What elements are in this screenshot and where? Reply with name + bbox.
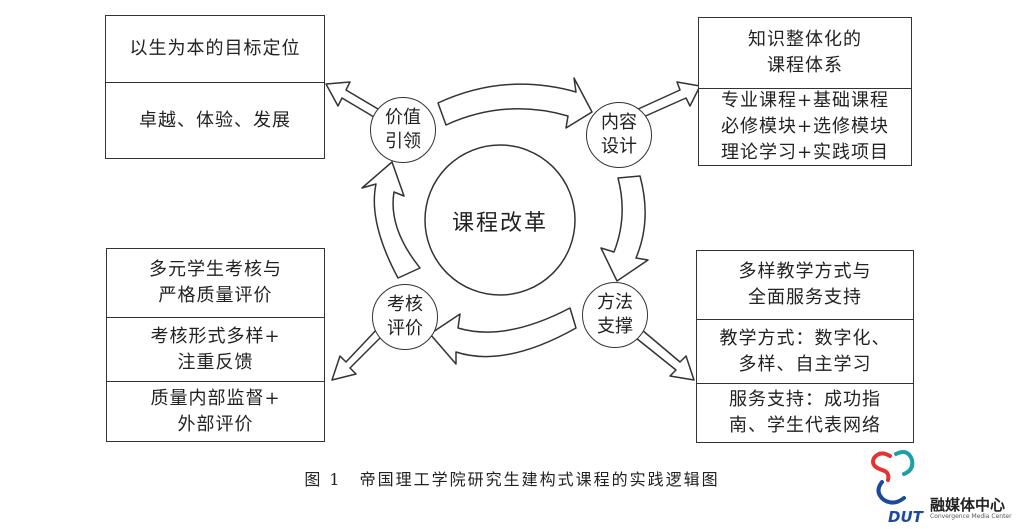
box-teaching-mid: 教学方式：数字化、 多样、自主学习 [697, 319, 913, 383]
cycle-arrow-bottom [429, 307, 577, 365]
logo-mark: DUT [888, 508, 925, 526]
arrow-to-top-right-box [635, 81, 701, 119]
box-curriculum-system: 知识整体化的 课程体系 专业课程+基础课程 必修模块+选修模块 理论学习+实践项… [698, 17, 912, 166]
center-label: 课程改革 [451, 211, 548, 236]
node-content-design: 内容 设计 [586, 102, 652, 168]
box-assessment-mid: 考核形式多样+ 注重反馈 [107, 317, 324, 381]
node-method-support: 方法 支撑 [582, 282, 648, 348]
box-assessment-evaluation: 多元学生考核与 严格质量评价 考核形式多样+ 注重反馈 质量内部监督+ 外部评价 [106, 248, 325, 442]
box-teaching-body: 服务支持：成功指 南、学生代表网络 [697, 383, 913, 442]
box-goal-header: 以生为本的目标定位 [129, 38, 301, 59]
arrow-to-bottom-right-box [635, 329, 695, 381]
cycle-arrow-top [437, 77, 593, 129]
logo-subtitle: Convergence Media Center [930, 513, 1012, 520]
figure-caption: 图 1 帝国理工学院研究生建构式课程的实践逻辑图 [0, 466, 1024, 490]
figure-number: 图 1 [304, 470, 342, 489]
node-value-guidance: 价值 引领 [370, 97, 436, 163]
box-goal-positioning: 以生为本的目标定位 卓越、体验、发展 [105, 15, 325, 159]
box-teaching-service: 多样教学方式与 全面服务支持 教学方式：数字化、 多样、自主学习 服务支持：成功… [696, 250, 914, 443]
box-goal-body: 卓越、体验、发展 [106, 82, 324, 158]
box-teaching-header: 多样教学方式与 全面服务支持 [738, 261, 872, 308]
center-circle [424, 144, 576, 296]
box-assessment-body: 质量内部监督+ 外部评价 [107, 381, 324, 441]
box-curriculum-body: 专业课程+基础课程 必修模块+选修模块 理论学习+实践项目 [699, 88, 911, 165]
box-assessment-header: 多元学生考核与 严格质量评价 [149, 259, 282, 306]
dut-logo-icon: DUT [871, 450, 925, 526]
box-curriculum-header: 知识整体化的 课程体系 [748, 29, 862, 76]
node-assessment: 考核 评价 [372, 284, 438, 350]
figure-title: 帝国理工学院研究生建构式课程的实践逻辑图 [359, 470, 720, 489]
cycle-arrow-right [600, 175, 649, 282]
logo-name: 融媒体中心 [930, 496, 1006, 514]
cycle-arrow-left [361, 161, 421, 279]
